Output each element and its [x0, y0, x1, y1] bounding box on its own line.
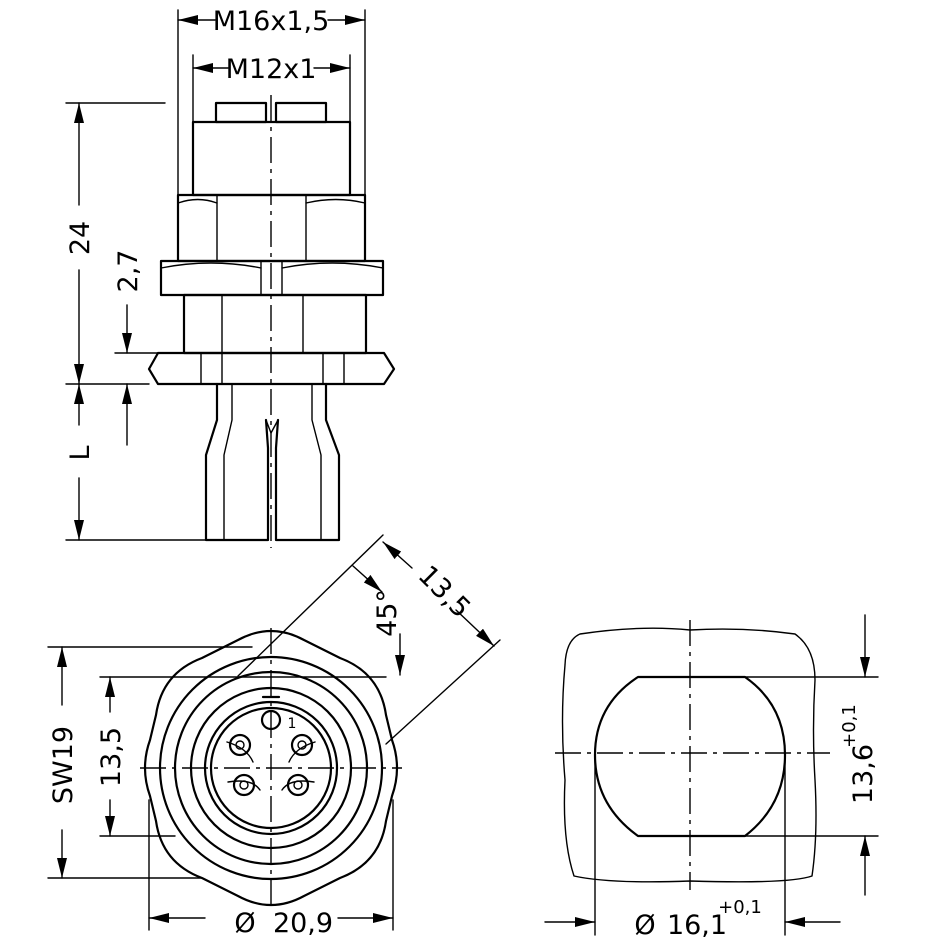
dim-nut-thickness: 2,7: [113, 250, 144, 293]
front-view: 1 SW19 13,5 Ø 20,9 13,5 45°: [47, 534, 501, 939]
dim-flat-height: 13,5: [96, 727, 127, 787]
dim-flat-diagonal: 13,5: [412, 560, 476, 624]
dim-cutout-height-tol: +0,1: [839, 704, 860, 748]
pin-right-upper: [290, 733, 314, 757]
panel-cutout-view: 13,6 +0,1 Ø 16,1 +0,1: [544, 614, 879, 941]
panel-outline: [561, 627, 817, 883]
dim-thread-inner: M12x1: [226, 54, 317, 85]
pin-left-lower: [232, 773, 256, 797]
dim-wrench-size: SW19: [48, 726, 79, 804]
side-bottom-nut: [147, 351, 396, 386]
dim-angle: 45°: [372, 589, 403, 637]
dim-thread-outer: M16x1,5: [213, 6, 330, 37]
pin-center-top: [260, 709, 282, 731]
side-pin-tab-right: [274, 101, 328, 124]
pin-1-label: 1: [288, 716, 297, 732]
dim-flange-diameter: 20,9: [273, 908, 333, 939]
side-flange-nut: [159, 259, 385, 297]
dim-cable-length: L: [65, 445, 96, 460]
front-outer-nut: [143, 630, 399, 906]
side-thread-body: [182, 293, 368, 355]
pin-left-upper: [228, 733, 252, 757]
contact-pins: 1: [228, 709, 314, 797]
pin-right-lower: [286, 773, 310, 797]
dim-cutout-diameter-tol: +0,1: [718, 897, 762, 918]
dim-cutout-height: 13,6: [848, 744, 879, 804]
side-pin-tab-left: [214, 101, 268, 124]
dim-height: 24: [65, 221, 96, 255]
side-wire-left: [204, 382, 270, 542]
dim-cutout-symbol: Ø: [634, 910, 655, 941]
side-wire-right: [274, 382, 341, 542]
dim-cutout-diameter: 16,1: [667, 910, 727, 941]
dim-flange-symbol: Ø: [234, 908, 255, 939]
side-view: M16x1,5 M12x1 24 L 2,7: [65, 6, 396, 548]
